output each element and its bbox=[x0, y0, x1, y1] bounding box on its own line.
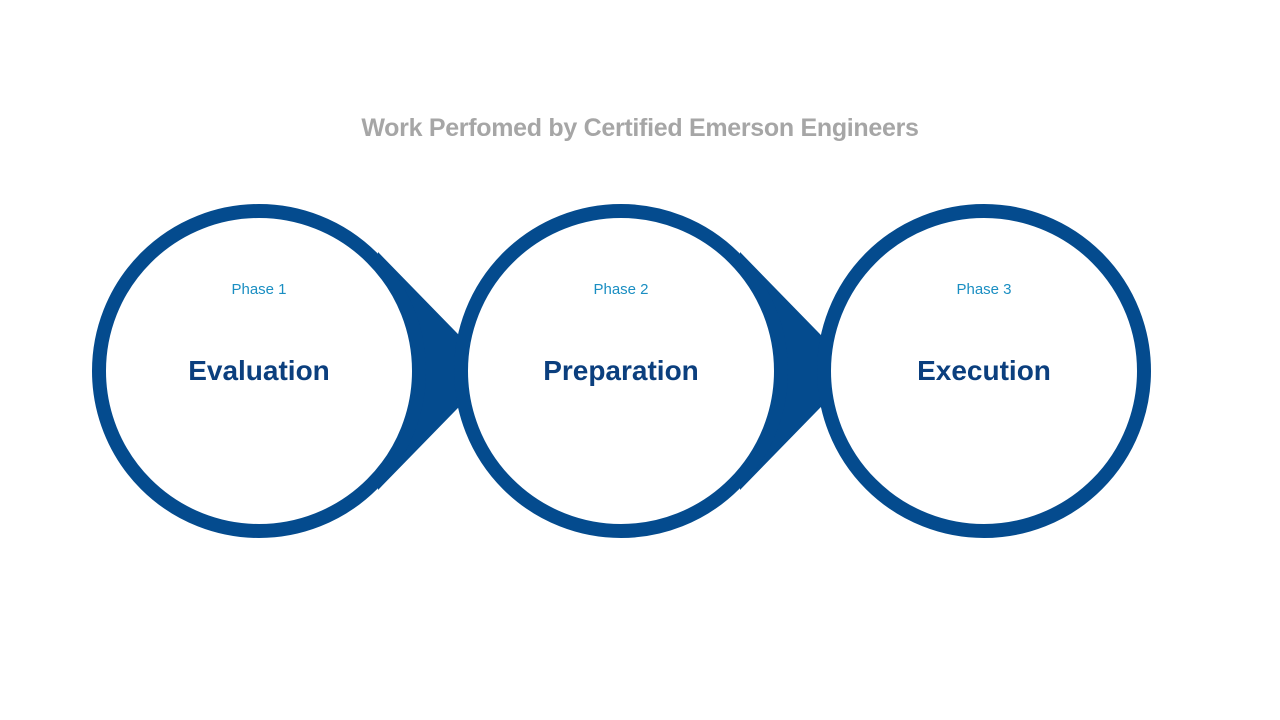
phase-node-2: Phase 2 Preparation bbox=[454, 204, 788, 538]
phase-name: Evaluation bbox=[188, 355, 330, 386]
phase-label: Phase 1 bbox=[231, 281, 286, 298]
phase-circle bbox=[454, 204, 788, 538]
diagram-title: Work Perfomed by Certified Emerson Engin… bbox=[361, 114, 919, 142]
phase-name: Execution bbox=[917, 355, 1051, 386]
phase-name: Preparation bbox=[543, 355, 699, 386]
phase-circle bbox=[817, 204, 1151, 538]
phase-label: Phase 2 bbox=[593, 281, 648, 298]
phase-node-1: Phase 1 Evaluation bbox=[92, 204, 426, 538]
phase-circle bbox=[92, 204, 426, 538]
phase-node-3: Phase 3 Execution bbox=[817, 204, 1151, 538]
phase-label: Phase 3 bbox=[956, 281, 1011, 298]
